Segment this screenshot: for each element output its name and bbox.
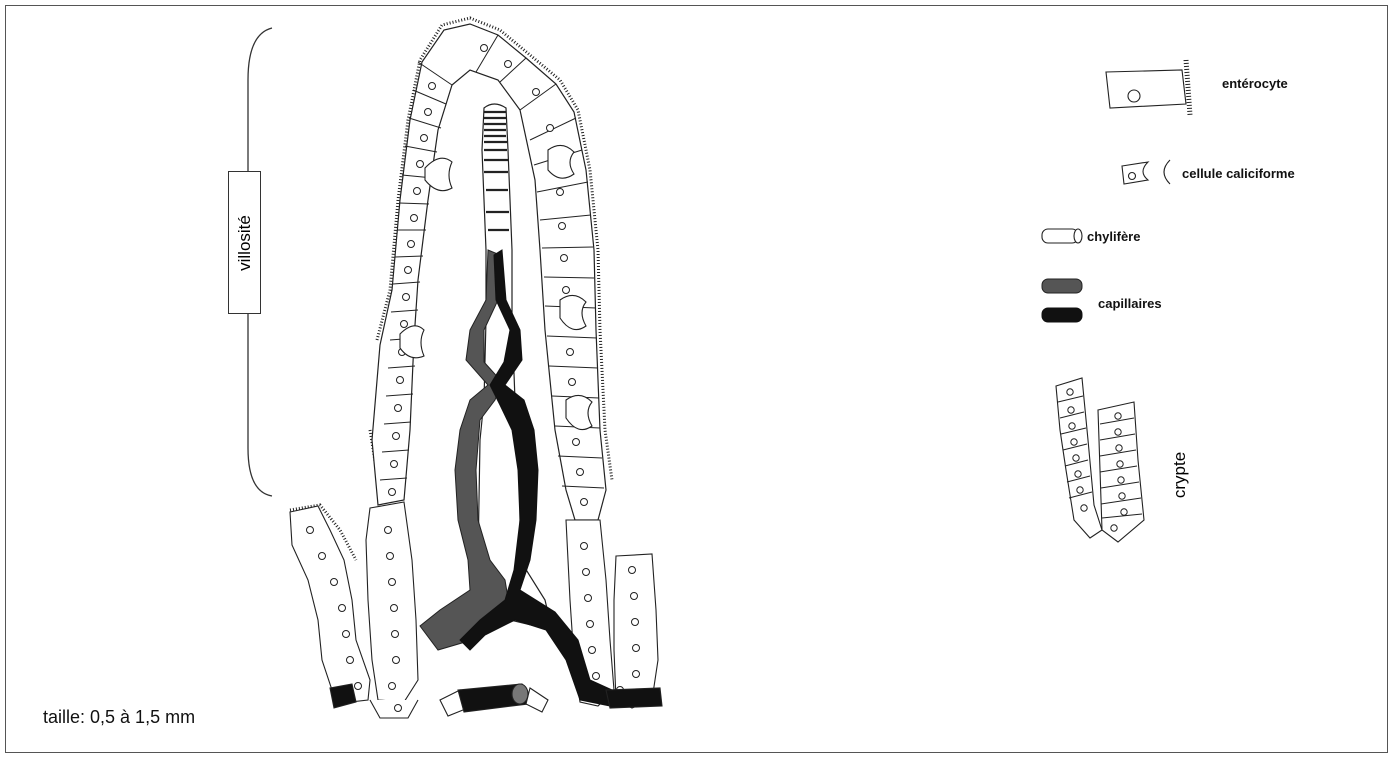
lacteal-rings [484, 112, 509, 230]
crypte-label: crypte [1170, 452, 1190, 498]
enterocyte-brush-icon [1186, 60, 1190, 115]
villosite-label-box: villosité [228, 171, 261, 314]
goblet-cell-icon [1122, 160, 1170, 184]
capillary-grey-icon [1042, 279, 1082, 293]
chylifere-icon [1042, 229, 1082, 243]
left-crypt [290, 502, 418, 718]
capillary-dark-icon [1042, 308, 1082, 322]
villosite-label: villosité [235, 215, 255, 271]
legend-capillaires-label: capillaires [1098, 296, 1162, 311]
crypte-icon [1056, 378, 1144, 542]
size-caption: taille: 0,5 à 1,5 mm [43, 707, 195, 728]
enterocyte-icon [1106, 70, 1186, 108]
legend-chylifere-label: chylifère [1087, 229, 1140, 244]
legend-caliciforme-label: cellule caliciforme [1182, 166, 1295, 181]
legend-enterocyte-label: entérocyte [1222, 76, 1288, 91]
